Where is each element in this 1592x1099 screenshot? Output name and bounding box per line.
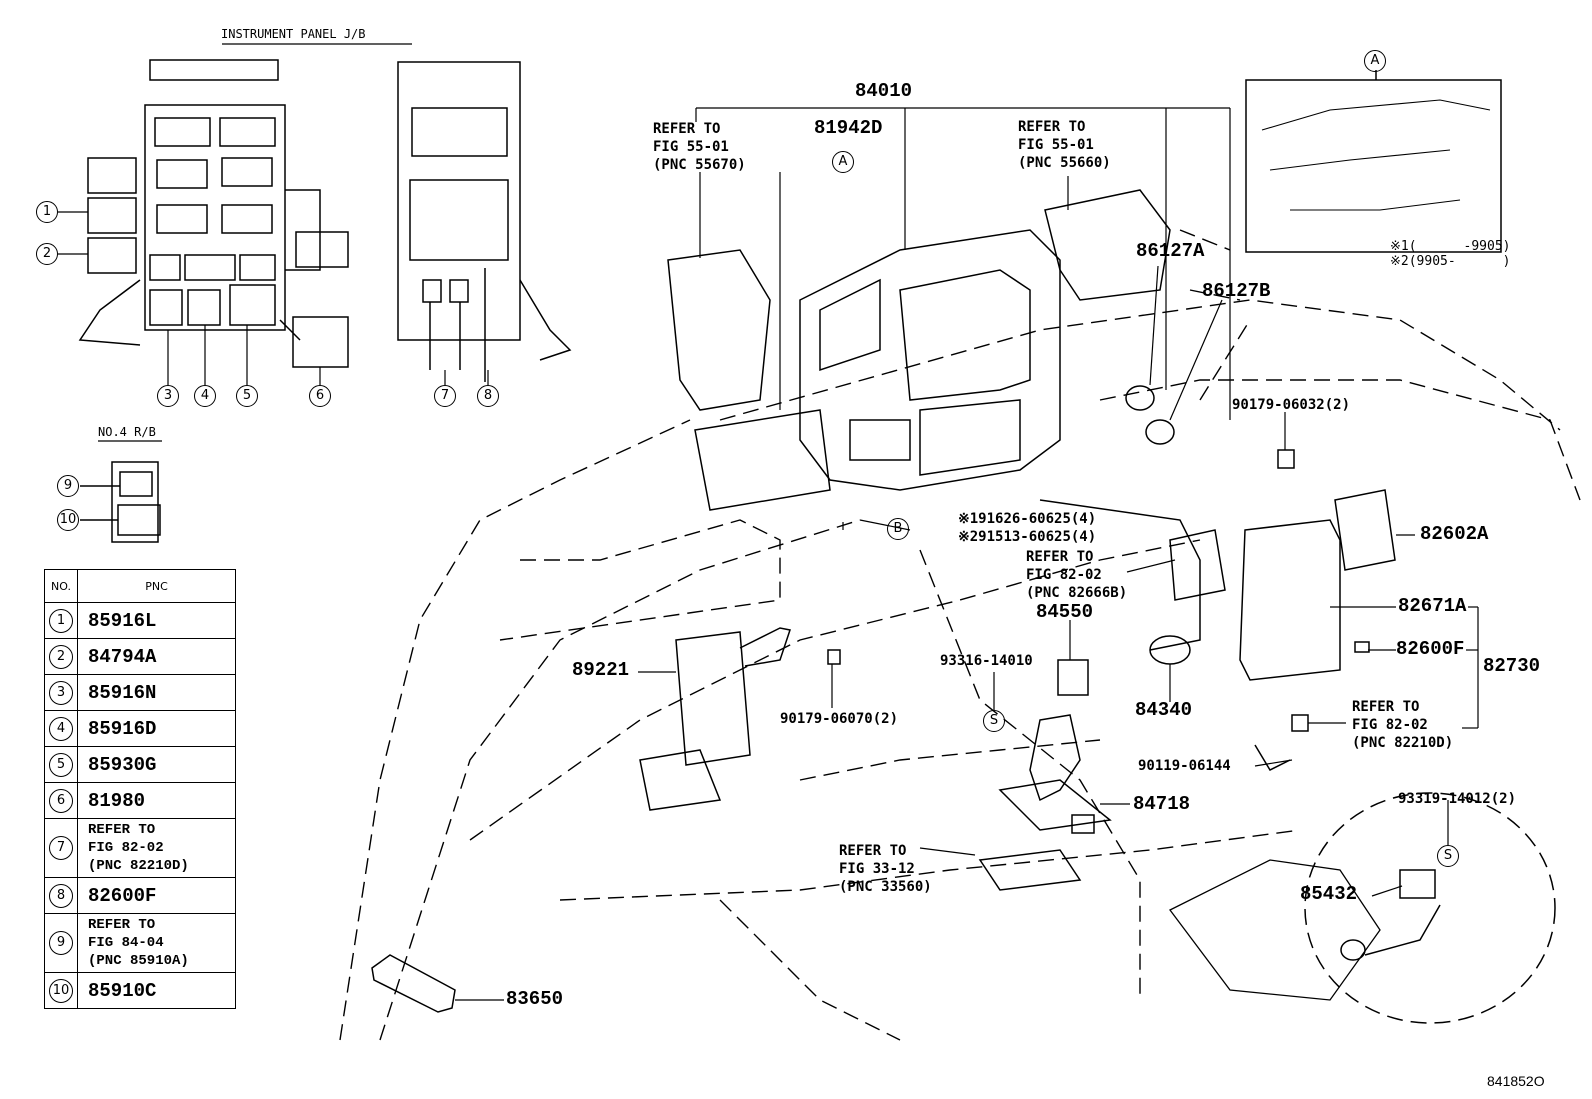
- part-90179-06032: 90179-06032(2): [1232, 397, 1351, 413]
- row-pnc: 81980: [77, 782, 236, 819]
- row-pnc: 82600F: [77, 877, 236, 914]
- row-pnc: REFER TO FIG 82-02 (PNC 82210D): [77, 818, 236, 878]
- ref-fig-55-01-pnc-55670: REFER TO FIG 55-01 (PNC 55670): [653, 121, 746, 173]
- callout-2: 2: [36, 243, 58, 265]
- row-pnc: REFER TO FIG 84-04 (PNC 85910A): [77, 913, 236, 973]
- table-row: 8 82600F: [44, 877, 236, 914]
- row-no: 7: [49, 836, 73, 860]
- part-90179-06070: 90179-06070(2): [780, 711, 899, 727]
- inset-marker-a: A: [1364, 50, 1386, 72]
- right-vent-drawing: [1044, 189, 1171, 301]
- callout-1: 1: [36, 201, 58, 223]
- ref-fig-82-02-pnc-82210D: REFER TO FIG 82-02 (PNC 82210D): [1352, 699, 1454, 751]
- marker-a-circle: A: [832, 151, 854, 173]
- part-82730: 82730: [1483, 655, 1541, 677]
- table-row: 6 81980: [44, 782, 236, 819]
- row-no: 10: [49, 978, 73, 1003]
- row-no: 2: [49, 644, 73, 669]
- variant-note: ※1( -9905) ※2(9905- ): [1390, 239, 1511, 269]
- part-291513-60625: ※291513-60625(4): [958, 529, 1097, 545]
- part-83650: 83650: [506, 988, 564, 1010]
- callout-9: 9: [57, 475, 79, 497]
- col-no-header: NO.: [44, 569, 78, 603]
- row-no: 6: [49, 788, 73, 813]
- part-89221: 89221: [572, 659, 630, 681]
- no4-rb-title: NO.4 R/B: [98, 425, 156, 439]
- part-82602A: 82602A: [1420, 523, 1489, 545]
- row-pnc: 84794A: [77, 638, 236, 675]
- pnc-table-header: NO. PNC: [44, 569, 236, 603]
- ref-fig-33-12-pnc-33560: REFER TO FIG 33-12 (PNC 33560): [839, 843, 932, 895]
- table-row: 3 85916N: [44, 674, 236, 711]
- part-93319-14012: 93319-14012(2): [1398, 791, 1517, 807]
- instrument-panel-jb-rear: [397, 61, 572, 382]
- instrument-panel-jb-front: [78, 59, 349, 368]
- part-82600F: 82600F: [1396, 638, 1465, 660]
- table-row: 2 84794A: [44, 638, 236, 675]
- callout-8: 8: [477, 385, 499, 407]
- callout-3: 3: [157, 385, 179, 407]
- ref-fig-55-01-pnc-55660: REFER TO FIG 55-01 (PNC 55660): [1018, 119, 1111, 171]
- steering-wheel-drawing: [1304, 792, 1556, 1024]
- instrument-panel-jb-title: INSTRUMENT PANEL J/B: [221, 27, 366, 41]
- figure-id: 841852O: [1487, 1073, 1545, 1089]
- ref-fig-82-02-pnc-82666B: REFER TO FIG 82-02 (PNC 82666B): [1026, 549, 1128, 601]
- part-90119-06144: 90119-06144: [1138, 758, 1231, 774]
- table-row: 1 85916L: [44, 602, 236, 639]
- row-no: 8: [49, 883, 73, 908]
- audio-panel-drawing: [694, 409, 831, 511]
- row-pnc: 85930G: [77, 746, 236, 783]
- cowl-jb-drawing: [1169, 489, 1396, 681]
- part-191626-60625: ※191626-60625(4): [958, 511, 1097, 527]
- part-84550: 84550: [1036, 601, 1094, 623]
- row-no: 4: [49, 716, 73, 741]
- row-no: 9: [49, 931, 73, 955]
- row-pnc: 85916N: [77, 674, 236, 711]
- row-pnc: 85910C: [77, 972, 236, 1009]
- callout-10: 10: [57, 509, 79, 531]
- callout-4: 4: [194, 385, 216, 407]
- row-no: 3: [49, 680, 73, 705]
- row-no: 1: [49, 608, 73, 633]
- table-row: 7 REFER TO FIG 82-02 (PNC 82210D): [44, 818, 236, 878]
- row-no: 5: [49, 752, 73, 777]
- inset-frame: [1245, 79, 1502, 253]
- part-86127B: 86127B: [1202, 280, 1271, 302]
- part-85432: 85432: [1300, 883, 1358, 905]
- lever-83650-drawing: [371, 954, 456, 1013]
- callout-6: 6: [309, 385, 331, 407]
- part-86127A: 86127A: [1136, 240, 1205, 262]
- marker-s-circle-2: S: [1437, 845, 1459, 867]
- part-81942D: 81942D: [814, 117, 883, 139]
- part-84340: 84340: [1135, 699, 1193, 721]
- pnc-table: NO. PNC 1 85916L 2 84794A 3 85916N 4 859…: [44, 569, 236, 1009]
- row-pnc: 85916D: [77, 710, 236, 747]
- center-console: [799, 229, 1201, 651]
- table-row: 10 85910C: [44, 972, 236, 1009]
- part-84010: 84010: [855, 80, 913, 102]
- table-row: 5 85930G: [44, 746, 236, 783]
- part-93316-14010: 93316-14010: [940, 653, 1033, 669]
- shift-lever-drawing: [1029, 714, 1081, 802]
- marker-s-circle: S: [983, 710, 1005, 732]
- row-pnc: 85916L: [77, 602, 236, 639]
- left-vent-drawing: [667, 249, 771, 411]
- ecu-89221-drawing: [675, 631, 751, 766]
- table-row: 4 85916D: [44, 710, 236, 747]
- part-84718: 84718: [1133, 793, 1191, 815]
- callout-5: 5: [236, 385, 258, 407]
- col-pnc-header: PNC: [77, 569, 236, 603]
- table-row: 9 REFER TO FIG 84-04 (PNC 85910A): [44, 913, 236, 973]
- callout-7: 7: [434, 385, 456, 407]
- no4-rb-drawing: [80, 440, 162, 543]
- part-82671A: 82671A: [1398, 595, 1467, 617]
- marker-b-circle: B: [887, 518, 909, 540]
